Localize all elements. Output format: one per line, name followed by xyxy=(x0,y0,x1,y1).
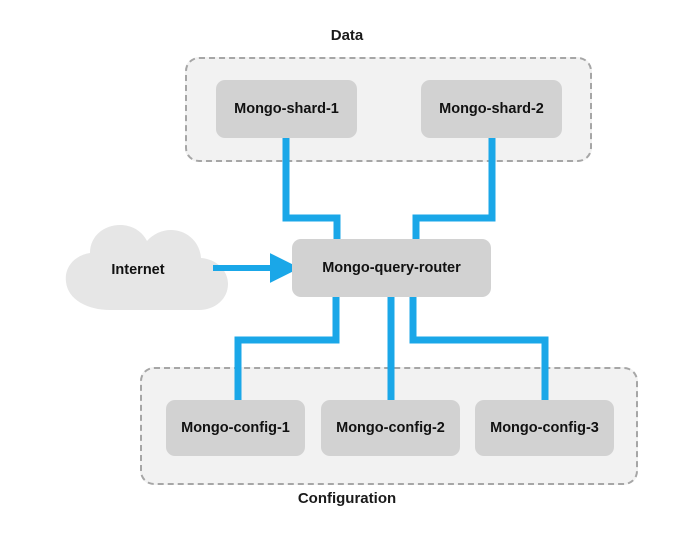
node-label: Mongo-config-3 xyxy=(490,420,599,436)
node-mongo-config-3[interactable]: Mongo-config-3 xyxy=(475,400,614,456)
group-title-configuration: Configuration xyxy=(297,490,397,507)
group-title-data: Data xyxy=(330,27,364,44)
node-label: Mongo-query-router xyxy=(322,260,461,276)
node-label: Mongo-config-1 xyxy=(181,420,290,436)
internet-cloud-label: Internet xyxy=(111,262,165,278)
node-mongo-query-router[interactable]: Mongo-query-router xyxy=(292,239,491,297)
internet-cloud-icon xyxy=(58,222,238,314)
node-mongo-config-1[interactable]: Mongo-config-1 xyxy=(166,400,305,456)
node-label: Mongo-shard-2 xyxy=(439,101,544,117)
node-label: Mongo-config-2 xyxy=(336,420,445,436)
node-mongo-config-2[interactable]: Mongo-config-2 xyxy=(321,400,460,456)
node-label: Mongo-shard-1 xyxy=(234,101,339,117)
node-mongo-shard-1[interactable]: Mongo-shard-1 xyxy=(216,80,357,138)
node-mongo-shard-2[interactable]: Mongo-shard-2 xyxy=(421,80,562,138)
